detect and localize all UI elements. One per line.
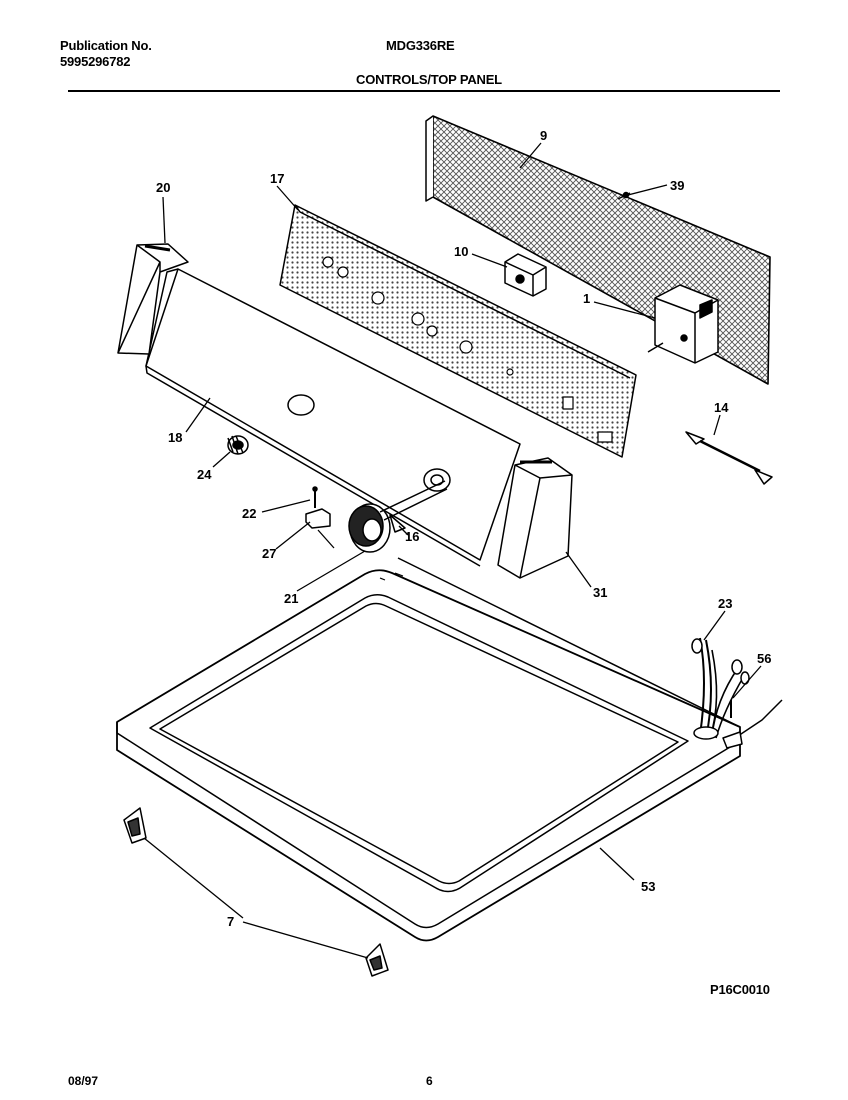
callout-27: 27 <box>262 546 276 561</box>
callout-56: 56 <box>757 651 771 666</box>
ground-wire-part-56 <box>722 699 783 749</box>
callout-16: 16 <box>405 529 419 544</box>
callout-17: 17 <box>270 171 284 186</box>
callout-24: 24 <box>197 467 212 482</box>
timer-part-1 <box>647 284 719 364</box>
callout-39: 39 <box>670 178 684 193</box>
section-title: CONTROLS/TOP PANEL <box>356 72 502 87</box>
diagram-code: P16C0010 <box>710 982 770 997</box>
callout-20: 20 <box>156 180 170 195</box>
footer-date: 08/97 <box>68 1074 99 1088</box>
clip-part-27 <box>305 508 331 529</box>
publication-number: 5995296782 <box>60 54 131 69</box>
switch-part-10 <box>504 253 547 297</box>
top-panel <box>116 557 741 942</box>
hinge-left-part-7 <box>123 807 147 844</box>
header-rule <box>68 90 780 92</box>
wire-harness-part-23 <box>691 637 750 740</box>
right-end-cap <box>497 457 573 579</box>
left-end-cap <box>117 243 189 355</box>
push-button-knob <box>227 435 249 455</box>
timer-knob <box>348 480 448 553</box>
screw-part-22 <box>312 486 318 508</box>
callout-18: 18 <box>168 430 182 445</box>
wire-harness-part-14 <box>685 431 773 485</box>
page-number: 6 <box>426 1074 433 1088</box>
console-body <box>145 268 521 567</box>
callout-14: 14 <box>714 400 729 415</box>
callout-31: 31 <box>593 585 607 600</box>
model-number: MDG336RE <box>386 38 455 53</box>
leader-lines <box>143 142 762 959</box>
hinge-bottom-part-7 <box>365 943 389 977</box>
publication-label: Publication No. <box>60 38 152 53</box>
callout-21: 21 <box>284 591 298 606</box>
callout-23: 23 <box>718 596 732 611</box>
callout-1: 1 <box>583 291 590 306</box>
callout-9: 9 <box>540 128 547 143</box>
control-bracket-panel <box>279 204 637 458</box>
callout-7: 7 <box>227 914 234 929</box>
callout-53: 53 <box>641 879 655 894</box>
callout-10: 10 <box>454 244 468 259</box>
callout-22: 22 <box>242 506 256 521</box>
